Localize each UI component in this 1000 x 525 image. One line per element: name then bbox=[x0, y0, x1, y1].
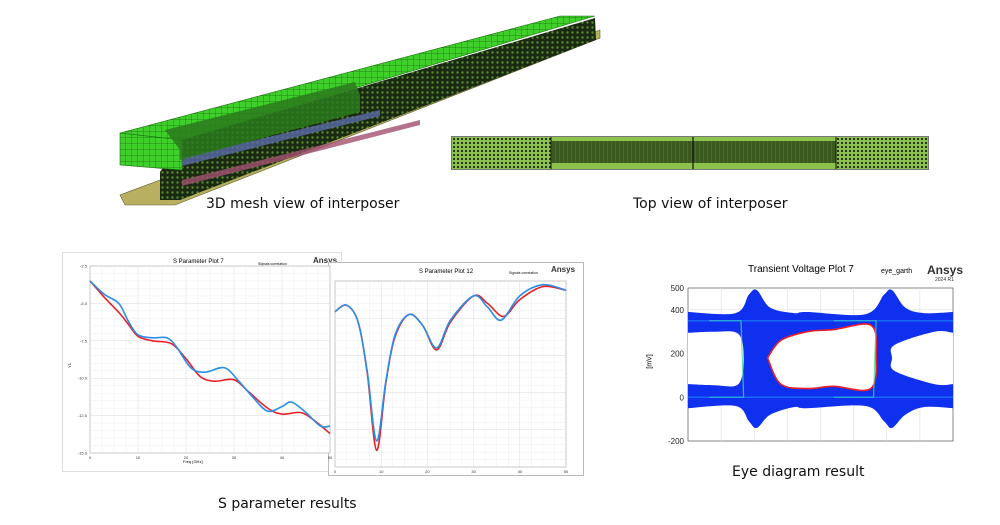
mesh-side-face bbox=[160, 18, 596, 200]
y-tick-label: -12.5 bbox=[78, 413, 88, 418]
x-tick-label: 30 bbox=[232, 455, 237, 460]
eye-right-opening bbox=[890, 331, 953, 386]
x-tick-label: 0 bbox=[89, 455, 92, 460]
chart-title: S Parameter Plot 7 bbox=[173, 259, 224, 265]
y-tick-label: 200 bbox=[671, 350, 685, 359]
x-tick-label: 40 bbox=[280, 455, 285, 460]
mesh-front-block bbox=[119, 132, 183, 171]
x-tick-label: 10 bbox=[136, 455, 141, 460]
series-line-blue bbox=[334, 283, 567, 442]
chart-legend: eye_garth bbox=[881, 268, 913, 275]
y-tick-label: -200 bbox=[668, 437, 685, 446]
y-tick-label: 400 bbox=[671, 306, 685, 315]
x-tick-label: 20 bbox=[425, 469, 430, 474]
ansys-logo: Ansys bbox=[927, 263, 964, 277]
x-tick-label: 30 bbox=[471, 469, 476, 474]
y-tick-label: -10.0 bbox=[78, 376, 88, 381]
chart-legend: Signals correlation bbox=[509, 271, 538, 275]
ansys-logo: Ansys bbox=[551, 265, 576, 274]
caption-sparam: S parameter results bbox=[218, 496, 357, 512]
chart-legend: Signals correlation bbox=[258, 262, 287, 266]
mesh-layer-pink bbox=[182, 120, 420, 186]
chart-title: Transient Voltage Plot 7 bbox=[748, 264, 854, 275]
y-tick-label: 500 bbox=[671, 284, 685, 293]
eye-left-opening bbox=[688, 331, 744, 387]
x-tick-label: 20 bbox=[184, 455, 189, 460]
eye-contour bbox=[766, 323, 878, 392]
series-line-red bbox=[89, 280, 331, 435]
x-axis-label: Freq [GHz] bbox=[183, 459, 203, 464]
caption-eye: Eye diagram result bbox=[732, 464, 865, 480]
mesh-layer-blue bbox=[182, 110, 380, 166]
y-tick-label: -2.5 bbox=[80, 264, 88, 269]
eye-level-traces bbox=[688, 320, 953, 399]
series-line-blue bbox=[89, 280, 331, 428]
x-tick-label: 0 bbox=[334, 469, 337, 474]
x-tick-label: 40 bbox=[518, 469, 523, 474]
y-tick-label: 0 bbox=[680, 393, 685, 402]
x-tick-label: 10 bbox=[379, 469, 384, 474]
caption-mesh: 3D mesh view of interposer bbox=[206, 196, 400, 212]
y-tick-label: -5.0 bbox=[80, 301, 88, 306]
y-tick-label: -15.0 bbox=[78, 451, 88, 456]
y-tick-label: -7.5 bbox=[80, 338, 88, 343]
ansys-version: 2024 R1 bbox=[935, 277, 954, 283]
caption-top-view: Top view of interposer bbox=[633, 196, 788, 212]
ansys-logo: Ansys bbox=[313, 256, 338, 265]
x-tick-label: 50 bbox=[564, 469, 569, 474]
top-view-interposer bbox=[451, 136, 929, 170]
mesh-via-region bbox=[165, 82, 360, 160]
x-tick-label: 50 bbox=[328, 455, 333, 460]
chart-title: S Parameter Plot 12 bbox=[419, 269, 474, 275]
